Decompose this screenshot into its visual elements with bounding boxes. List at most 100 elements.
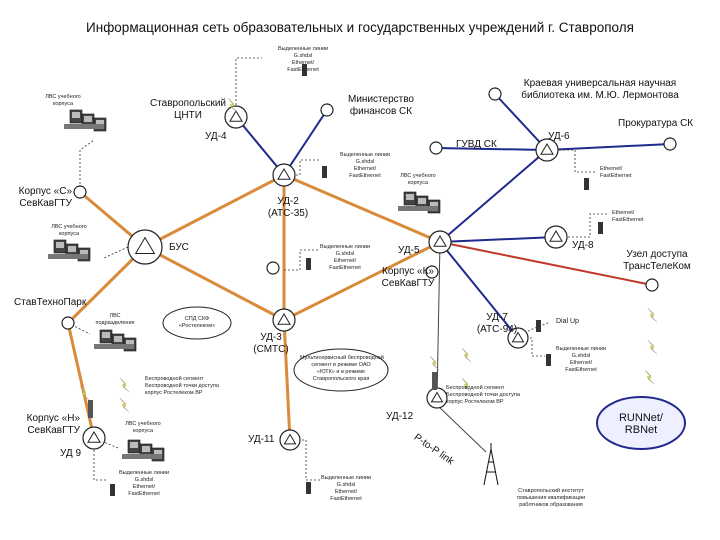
local-link — [103, 246, 129, 259]
computers — [48, 64, 603, 496]
backbone-link — [283, 240, 441, 322]
router-icon — [277, 167, 291, 180]
pc-group-ud9 — [122, 439, 165, 462]
bolt-icon — [647, 307, 658, 323]
router-icon — [511, 331, 525, 343]
router-icon — [134, 236, 156, 255]
screen — [406, 194, 414, 200]
node-prokuratura — [663, 137, 677, 151]
screen — [126, 340, 134, 346]
local-link — [556, 213, 608, 238]
label-guvd: ГУВД СК — [456, 139, 497, 150]
backbone-link — [144, 173, 285, 249]
backbone-link — [144, 245, 285, 322]
label-transtelecom: Узел доступа ТрансТелеКом — [623, 249, 691, 272]
pc-group-ud5 — [398, 191, 441, 214]
screen — [114, 336, 122, 342]
label-stavropol-cnti: Ставропольский ЦНТИ — [149, 98, 227, 121]
note-ud11-line: Выделенные линии G.shdsl Ethernet/ FastE… — [320, 475, 372, 502]
p2p-link-line — [436, 404, 487, 453]
label-ud6: УД-6 — [548, 131, 570, 142]
note-dialup: Dial Up — [556, 318, 579, 325]
note-lvs-1: ЛВС учебного корпуса — [45, 94, 81, 107]
screen — [418, 198, 426, 204]
node-bus — [127, 229, 163, 265]
note-lvs-2: ЛВС учебного корпуса — [51, 224, 87, 237]
router-icon — [277, 312, 291, 325]
label-prokuratura: Прокуратура СК — [618, 118, 694, 129]
node-ud11 — [279, 429, 301, 451]
label-ud4: УД-4 — [205, 131, 227, 142]
note-ud7-line: Выделенные линии G.shdsl Ethernet/ FastE… — [555, 346, 607, 373]
label-ud7: УД-7 (АТС-94) — [476, 312, 518, 335]
diagram-title: Информационная сеть образовательных и го… — [86, 20, 634, 35]
note-ud5-line: Выделенные линии G.shdsl Ethernet/ FastE… — [319, 244, 371, 271]
label-ud2: УД-2 (АТС-35) — [267, 196, 309, 219]
modem-icon — [584, 178, 589, 190]
screen — [154, 450, 162, 456]
fiber-link — [235, 116, 285, 176]
modem-icon — [306, 482, 311, 494]
node-library — [488, 87, 502, 101]
node-ud3 — [272, 308, 296, 332]
modem-icon — [306, 258, 311, 270]
local-link — [235, 57, 262, 117]
node-ud4 — [224, 105, 248, 129]
screen — [96, 120, 104, 126]
pc-group-cnti — [64, 109, 107, 132]
screen — [130, 442, 138, 448]
screen — [80, 250, 88, 256]
screen — [56, 242, 64, 248]
note-ud8-eth: Ethernet/ FastEthernet — [612, 210, 644, 223]
modem-icon — [322, 166, 327, 178]
node-minfin — [320, 103, 334, 117]
label-ud8: УД-8 — [572, 240, 594, 251]
note-wireless-ud3: Мультисервисный беспроводной сегмент в р… — [300, 355, 384, 382]
note-lvs-5: ЛВС учебного корпуса — [125, 421, 161, 434]
spd-rostelecom-ellipse — [162, 306, 232, 340]
links — [235, 93, 671, 453]
keyboard — [64, 124, 104, 129]
screen — [68, 246, 76, 252]
backbone-link — [66, 245, 147, 325]
label-ud3: УД-3 (СМТС) — [253, 332, 289, 355]
fiber-link — [439, 149, 548, 243]
bolt-icon — [429, 355, 440, 371]
label-ud5: УД-5 — [398, 245, 420, 256]
screen — [72, 112, 80, 118]
node-ud2-sub — [266, 261, 280, 275]
node-guvd — [429, 141, 443, 155]
router-icon — [87, 430, 101, 443]
node-transtelecom — [645, 278, 659, 292]
node-ud8 — [544, 225, 568, 249]
label-ud12: УД-12 — [386, 411, 414, 422]
bolt-icon — [119, 377, 130, 393]
fiber-link — [283, 109, 328, 176]
nodes — [61, 87, 677, 451]
screen — [430, 202, 438, 208]
label-ud9: УД 9 — [60, 448, 82, 459]
node-ud12 — [426, 387, 448, 409]
note-lvs-4: ЛВС подразделения — [95, 313, 135, 326]
label-ud11: УД-11 — [248, 434, 275, 445]
router-icon — [283, 433, 297, 445]
label-korpus-k: Корпус «К» СевКавГТУ — [381, 266, 435, 289]
note-spd: СПД СКФ «Ростелеком» — [178, 316, 216, 329]
modem-icon — [536, 320, 541, 332]
antenna-icon — [88, 400, 93, 418]
fiber-link — [494, 93, 548, 151]
label-library: Краевая универсальная научная библиотека… — [521, 78, 679, 101]
label-korpus-s: Корпус «С» СевКавГТУ — [18, 186, 72, 209]
backbone-link — [66, 322, 96, 439]
keyboard — [122, 454, 162, 459]
node-stavtehnopark — [61, 316, 75, 330]
local-link — [547, 149, 596, 173]
note-ud2-line: Выделенные линии G.shdsl Ethernet/ FastE… — [339, 152, 391, 179]
note-wireless-ud9: Беспроводной сегмент Беспроводной точки … — [145, 376, 219, 396]
local-link — [79, 139, 95, 192]
bolt-icon — [119, 397, 130, 413]
node-ud7 — [507, 327, 529, 349]
wireless-segment-ellipse — [293, 348, 389, 392]
keyboard — [94, 344, 134, 349]
